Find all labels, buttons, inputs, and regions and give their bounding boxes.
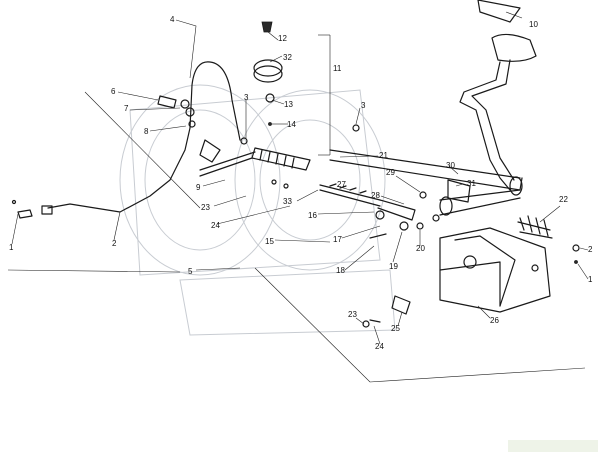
hydraulic-pipe <box>17 61 241 219</box>
callout-14: 14 <box>287 120 296 129</box>
callout-7: 7 <box>124 104 129 113</box>
callout-15: 15 <box>265 237 274 246</box>
callout-19: 19 <box>389 262 398 271</box>
corner-badge <box>508 440 598 452</box>
callout-32: 32 <box>283 53 292 62</box>
callout-12: 12 <box>278 34 287 43</box>
callout-labels: 1 2 3 3 4 5 6 7 8 9 10 11 12 13 14 15 16… <box>9 15 593 351</box>
callout-3b: 3 <box>361 101 366 110</box>
callout-18: 18 <box>336 266 345 275</box>
callout-11: 11 <box>333 64 342 73</box>
callout-3a: 3 <box>244 93 249 102</box>
callout-23b: 23 <box>348 310 357 319</box>
bellow-rod <box>199 147 416 221</box>
callout-24a: 24 <box>211 221 220 230</box>
callout-4: 4 <box>170 15 175 24</box>
callout-30: 30 <box>446 161 455 170</box>
callout-2: 2 <box>112 239 117 248</box>
boundary-lines <box>7 34 586 383</box>
cross-shaft <box>329 149 523 216</box>
lower-fittings <box>11 179 580 328</box>
callout-22: 22 <box>559 195 568 204</box>
callout-10: 10 <box>529 20 538 29</box>
callout-23a: 23 <box>201 203 210 212</box>
callout-16: 16 <box>308 211 317 220</box>
background-housing-ghost <box>119 84 396 336</box>
callout-5: 5 <box>188 267 193 276</box>
callout-13: 13 <box>284 100 293 109</box>
callout-24b: 24 <box>375 342 384 351</box>
callout-1-right: 1 <box>588 275 593 284</box>
pedal-bracket <box>439 227 551 313</box>
callout-28: 28 <box>371 191 380 200</box>
callout-29: 29 <box>386 168 395 177</box>
callout-20: 20 <box>416 244 425 253</box>
callout-6: 6 <box>111 87 116 96</box>
callout-17: 17 <box>333 235 342 244</box>
callout-31: 31 <box>467 179 476 188</box>
callout-8: 8 <box>144 127 149 136</box>
callout-21: 21 <box>379 151 388 160</box>
leader-lines <box>11 11 589 345</box>
callout-33: 33 <box>283 197 292 206</box>
callout-9: 9 <box>196 183 201 192</box>
callout-1: 1 <box>9 243 14 252</box>
callout-2-right: 2 <box>588 245 593 254</box>
spring-set <box>517 215 553 239</box>
callout-27: 27 <box>337 180 346 189</box>
pedal-assembly <box>459 0 537 191</box>
callout-25: 25 <box>391 324 400 333</box>
fittings <box>157 21 360 145</box>
callout-26: 26 <box>490 316 499 325</box>
